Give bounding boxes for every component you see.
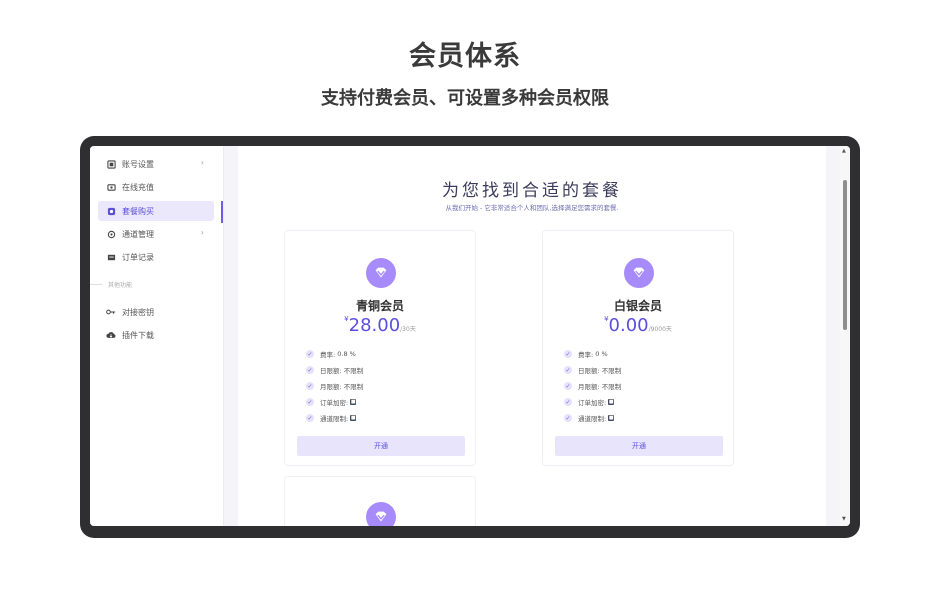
plan-feature: ✓ 月限额: 不限制 [564,380,621,392]
feature-badge-icon: ■ [608,399,615,405]
download-cloud-icon [106,330,116,340]
feature-label: 月限额: [320,383,342,391]
key-icon [106,307,116,317]
sidebar-group-label: 其他功能 [90,280,223,290]
diamond-icon [624,258,654,288]
plan-feature: ✓ 日限额: 不限制 [306,364,363,376]
sidebar-item-label: 通道管理 [122,229,154,239]
feature-label: 日限额: [320,367,342,375]
check-icon: ✓ [306,350,314,358]
plan-name: 白银会员 [613,299,662,313]
sidebar-item-label: 套餐购买 [122,206,154,216]
feature-label: 费率: [578,351,594,359]
sidebar-item-label: 对接密钥 [122,307,154,317]
plan-price: ¥28.00/30天 [285,315,475,336]
feature-value: 不限制 [343,367,364,375]
chevron-right-icon: › [200,228,204,237]
plan-card-third [284,476,476,526]
check-icon: ✓ [564,398,572,406]
feature-label: 订单加密: [320,399,349,407]
plan-feature: ✓ 日限额: 不限制 [564,364,621,376]
page-title: 为您找到合适的套餐 [442,181,622,201]
feature-value: 不限制 [601,367,622,375]
diamond-icon [366,502,396,526]
sidebar: 账号设置 › 在线充值 套餐购买 通道管理 › [90,146,224,526]
content-gutter-right [826,146,840,526]
app-screen: 账号设置 › 在线充值 套餐购买 通道管理 › [90,146,850,526]
plan-price: ¥0.00/9000天 [543,315,733,336]
feature-value: 不限制 [343,383,364,391]
check-icon: ✓ [306,398,314,406]
active-indicator [221,201,223,223]
main-content: 为您找到合适的套餐 从我们开始 - 它非常适合个人和团队,选择满足您需求的套餐.… [238,146,826,526]
package-icon [106,206,116,216]
diamond-icon [366,258,396,288]
sidebar-item-label: 账号设置 [122,159,154,169]
currency-symbol: ¥ [344,315,349,323]
currency-symbol: ¥ [604,315,609,323]
check-icon: ✓ [564,414,572,422]
feature-label: 月限额: [578,383,600,391]
check-icon: ✓ [564,382,572,390]
feature-badge-icon: ■ [350,399,357,405]
check-icon: ✓ [306,366,314,374]
scroll-up-icon[interactable]: ▲ [842,148,846,154]
feature-badge-icon: ■ [608,415,615,421]
price-period: /9000天 [648,326,672,333]
feature-label: 通道限制: [320,415,349,423]
plan-name: 青铜会员 [355,299,404,313]
plan-feature: ✓ 订单加密:■ [306,396,357,408]
check-icon: ✓ [564,366,572,374]
plan-feature: ✓ 通道限制:■ [306,412,357,424]
feature-badge-icon: ■ [350,415,357,421]
plan-card-silver: 白银会员 ¥0.00/9000天 ✓ 费率: 0 % ✓ 日限额: 不限制 ✓ 月限额… [542,230,734,466]
feature-label: 费率: [320,351,336,359]
plan-feature: ✓ 通道限制:■ [564,412,615,424]
sidebar-item-label: 订单记录 [122,252,154,262]
sidebar-item-label: 插件下载 [122,330,154,340]
scrollbar-thumb[interactable] [843,180,847,330]
activate-button[interactable]: 开通 [555,436,723,456]
scroll-down-icon[interactable]: ▼ [842,516,846,522]
order-icon [106,252,116,262]
price-amount: 0.00 [608,315,649,336]
page-subtitle: 从我们开始 - 它非常适合个人和团队,选择满足您需求的套餐. [445,204,619,212]
sidebar-item-api-key[interactable]: 对接密钥 [98,302,214,322]
hero-title: 会员体系 [409,41,521,72]
plan-feature: ✓ 月限额: 不限制 [306,380,363,392]
check-icon: ✓ [306,414,314,422]
device-frame: 账号设置 › 在线充值 套餐购买 通道管理 › [80,136,860,538]
price-amount: 28.00 [348,315,401,336]
feature-label: 订单加密: [578,399,607,407]
plan-card-bronze: 青铜会员 ¥28.00/30天 ✓ 费率: 0.8 % ✓ 日限额: 不限制 ✓ 月限… [284,230,476,466]
activate-button[interactable]: 开通 [297,436,465,456]
sidebar-item-channel-management[interactable]: 通道管理 › [98,224,214,244]
sidebar-item-order-records[interactable]: 订单记录 [98,247,214,267]
sidebar-item-online-recharge[interactable]: 在线充值 [98,177,214,197]
sidebar-item-plugin-download[interactable]: 插件下载 [98,325,214,345]
sidebar-item-label: 在线充值 [122,182,154,192]
feature-value: 0.8 % [337,350,356,358]
plan-feature: ✓ 费率: 0 % [564,348,608,360]
price-period: /30天 [400,326,416,333]
feature-label: 日限额: [578,367,600,375]
feature-value: 0 % [595,350,608,358]
recharge-icon [106,182,116,192]
channel-icon [106,229,116,239]
account-icon [106,159,116,169]
sidebar-item-account-settings[interactable]: 账号设置 › [98,154,214,174]
sidebar-item-package-purchase[interactable]: 套餐购买 [98,201,214,221]
feature-value: 不限制 [601,383,622,391]
chevron-right-icon: › [200,158,204,167]
plan-feature: ✓ 费率: 0.8 % [306,348,356,360]
content-gutter-left [224,146,238,526]
feature-label: 通道限制: [578,415,607,423]
hero-subtitle: 支持付费会员、可设置多种会员权限 [321,88,609,109]
vertical-scrollbar[interactable]: ▲ ▼ [840,146,850,526]
check-icon: ✓ [306,382,314,390]
plan-feature: ✓ 订单加密:■ [564,396,615,408]
check-icon: ✓ [564,350,572,358]
